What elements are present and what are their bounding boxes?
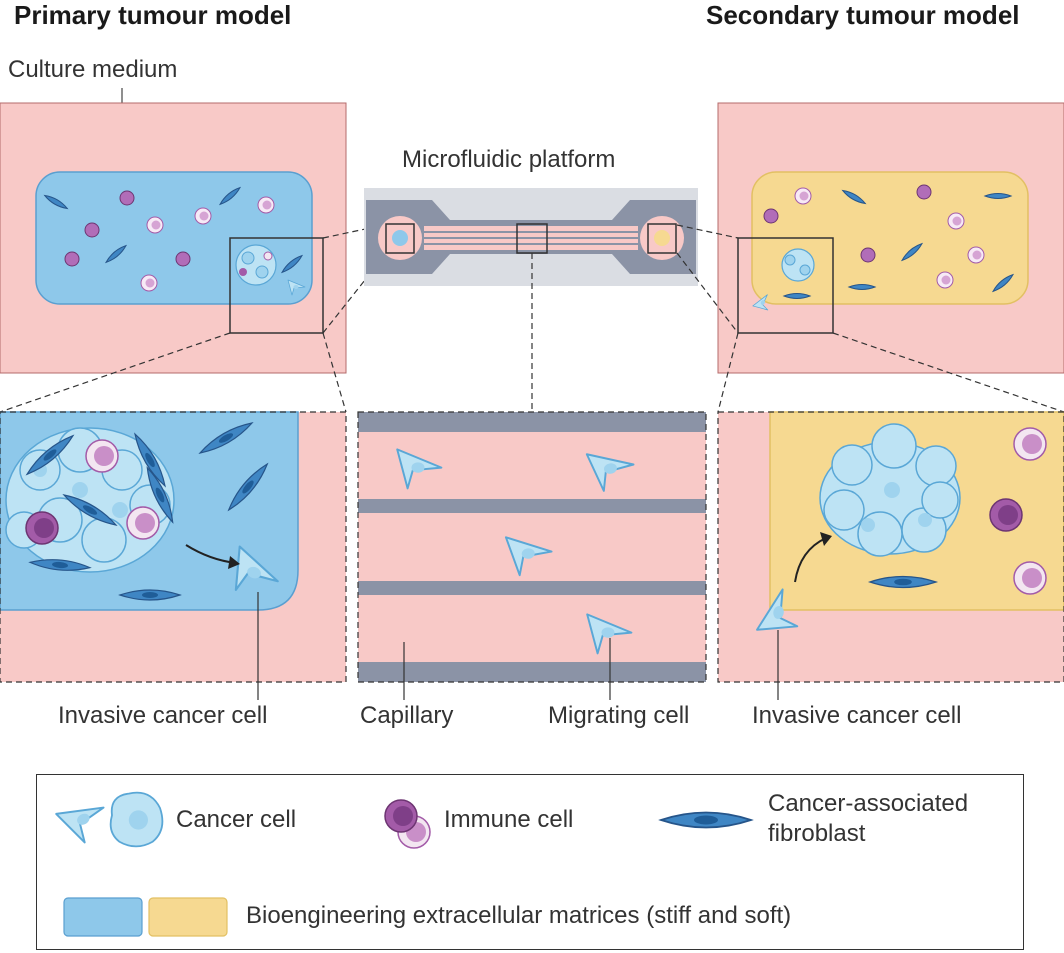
legend-caf-label-line1: Cancer-associated: [768, 790, 969, 817]
capillary-label: Capillary: [360, 702, 454, 729]
primary-model-title: Primary tumour model: [14, 0, 292, 30]
legend-immune-cell-label: Immune cell: [444, 806, 574, 833]
legend-caf-label-line2: fibroblast: [768, 820, 866, 847]
migrating-cell-label: Migrating cell: [548, 702, 690, 729]
legend-cancer-cell-label: Cancer cell: [176, 806, 297, 833]
invasive-cancer-cell-label-left: Invasive cancer cell: [58, 702, 268, 729]
invasive-cancer-cell-label-right: Invasive cancer cell: [752, 702, 962, 729]
legend-box: [36, 774, 1024, 950]
legend-matrices-label: Bioengineering extracellular matrices (s…: [246, 902, 792, 929]
culture-medium-label: Culture medium: [8, 56, 178, 83]
secondary-model-title: Secondary tumour model: [706, 0, 1020, 30]
microfluidic-platform-label: Microfluidic platform: [402, 146, 616, 173]
